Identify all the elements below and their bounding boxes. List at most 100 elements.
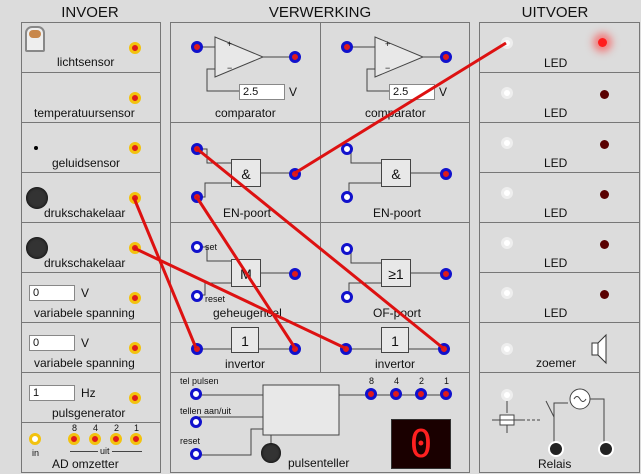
inverter-module-1: 1 invertor [170, 322, 321, 373]
pulse-frequency-input[interactable]: 1 [29, 385, 75, 401]
inverter-1-label: invertor [225, 357, 266, 371]
pushbutton-1[interactable] [26, 187, 48, 209]
led-3-input-pin[interactable] [501, 137, 513, 149]
or-gate-input-a-pin[interactable] [341, 243, 353, 255]
variable-voltage-1-input[interactable]: 0 [29, 285, 75, 301]
counter-reset-input-pin[interactable] [190, 448, 202, 460]
and-gate-2-output-pin[interactable] [440, 168, 452, 180]
inverter-1-input-pin[interactable] [191, 343, 203, 355]
and-gate-1-input-b-pin[interactable] [191, 191, 203, 203]
comparator-1-minus: − [227, 63, 233, 73]
led-module-6: LED [479, 272, 640, 323]
led-1-label: LED [544, 56, 568, 70]
comparator-2-input-pin[interactable] [341, 41, 353, 53]
led-4-label: LED [544, 206, 568, 220]
counter-reset-label: reset [180, 436, 201, 446]
and-gate-module-2: & EN-poort [320, 122, 470, 223]
memory-reset-pin[interactable] [191, 290, 203, 302]
led-3-label: LED [544, 156, 568, 170]
and-gate-1-label: EN-poort [223, 206, 272, 220]
or-gate-input-b-pin[interactable] [341, 291, 353, 303]
led-5-lamp-icon [600, 240, 609, 249]
and-gate-2-symbol: & [381, 159, 411, 187]
variable-voltage-1-output-pin[interactable] [129, 292, 141, 304]
ad-bit-2-pin[interactable] [110, 433, 122, 445]
pulse-frequency-unit: Hz [81, 386, 96, 400]
comparator-1-unit: V [289, 85, 298, 99]
inverter-module-2: 1 invertor [320, 322, 470, 373]
variable-voltage-2-unit: V [81, 336, 90, 350]
inverter-2-input-pin[interactable] [340, 343, 352, 355]
counter-display-digit: 0 [409, 422, 433, 466]
counter-bit-2-pin[interactable] [415, 388, 427, 400]
pushbutton-1-output-pin[interactable] [129, 192, 141, 204]
memory-cell-module: M set reset geheugencel [170, 222, 321, 323]
inverter-1-symbol: 1 [231, 327, 259, 353]
pushbutton-2[interactable] [26, 237, 48, 259]
led-6-label: LED [544, 306, 568, 320]
relay-terminal-1[interactable] [548, 441, 564, 457]
led-module-5: LED [479, 222, 640, 273]
temperature-sensor-output-pin[interactable] [129, 92, 141, 104]
sound-sensor-output-pin[interactable] [129, 142, 141, 154]
inverter-1-output-pin[interactable] [289, 343, 301, 355]
and-gate-1-symbol: & [231, 159, 261, 187]
ad-uit-label: uit [98, 446, 112, 456]
header-uitvoer: UITVOER [521, 4, 589, 21]
speaker-icon [591, 333, 607, 365]
led-4-lamp-icon [600, 190, 609, 199]
pushbutton-module-2: drukschakelaar [21, 222, 161, 273]
variable-voltage-2-input[interactable]: 0 [29, 335, 75, 351]
header-verwerking: VERWERKING [268, 4, 372, 21]
counter-pulse-input-pin[interactable] [190, 388, 202, 400]
memory-set-pin[interactable] [191, 241, 203, 253]
and-gate-2-input-b-pin[interactable] [341, 191, 353, 203]
comparator-2-output-pin[interactable] [440, 51, 452, 63]
counter-tel-label: tel pulsen [180, 376, 219, 386]
and-gate-1-output-pin[interactable] [289, 168, 301, 180]
ad-converter-module: in 8 4 2 1 uit AD omzetter [21, 422, 161, 473]
memory-output-pin[interactable] [289, 268, 301, 280]
led-6-input-pin[interactable] [501, 287, 513, 299]
buzzer-input-pin[interactable] [501, 343, 513, 355]
comparator-1-input-pin[interactable] [191, 41, 203, 53]
counter-bit-8-pin[interactable] [365, 388, 377, 400]
led-4-input-pin[interactable] [501, 187, 513, 199]
counter-display: 0 [391, 419, 451, 469]
led-2-input-pin[interactable] [501, 87, 513, 99]
pushbutton-2-output-pin[interactable] [129, 242, 141, 254]
and-gate-1-input-a-pin[interactable] [191, 143, 203, 155]
counter-bit-1-label: 1 [444, 376, 450, 386]
counter-bit-4-pin[interactable] [390, 388, 402, 400]
ad-bit-1-pin[interactable] [130, 433, 142, 445]
pulse-counter-module: tel pulsen tellen aan/uit reset pulsente… [170, 372, 470, 473]
counter-bit-1-pin[interactable] [440, 388, 452, 400]
header-invoer: INVOER [61, 4, 119, 21]
or-gate-symbol: ≥1 [381, 259, 411, 287]
relay-input-pin[interactable] [501, 389, 513, 401]
led-1-input-pin[interactable] [501, 37, 513, 49]
temperature-sensor-module: temperatuursensor [21, 72, 161, 123]
comparator-1-output-pin[interactable] [289, 51, 301, 63]
pulse-generator-module: 1 Hz pulsgenerator [21, 372, 161, 423]
led-5-input-pin[interactable] [501, 237, 513, 249]
counter-reset-button[interactable] [261, 443, 281, 463]
ad-bit-4-pin[interactable] [89, 433, 101, 445]
or-gate-output-pin[interactable] [440, 268, 452, 280]
comparator-2-threshold-input[interactable]: 2.5 [389, 84, 435, 100]
light-sensor-module: lichtsensor [21, 22, 161, 73]
inverter-2-output-pin[interactable] [438, 343, 450, 355]
or-gate-module: ≥1 OF-poort [320, 222, 470, 323]
led-module-1: LED [479, 22, 640, 73]
ad-converter-input-pin[interactable] [29, 433, 41, 445]
ad-bit-2-label: 2 [114, 423, 120, 433]
comparator-1-threshold-input[interactable]: 2.5 [239, 84, 285, 100]
relay-terminal-2[interactable] [598, 441, 614, 457]
light-sensor-output-pin[interactable] [129, 42, 141, 54]
counter-enable-input-pin[interactable] [190, 416, 202, 428]
comparator-2-minus: − [385, 63, 391, 73]
pulse-generator-output-pin[interactable] [129, 392, 141, 404]
variable-voltage-2-output-pin[interactable] [129, 342, 141, 354]
ad-bit-8-pin[interactable] [68, 433, 80, 445]
and-gate-2-input-a-pin[interactable] [341, 143, 353, 155]
